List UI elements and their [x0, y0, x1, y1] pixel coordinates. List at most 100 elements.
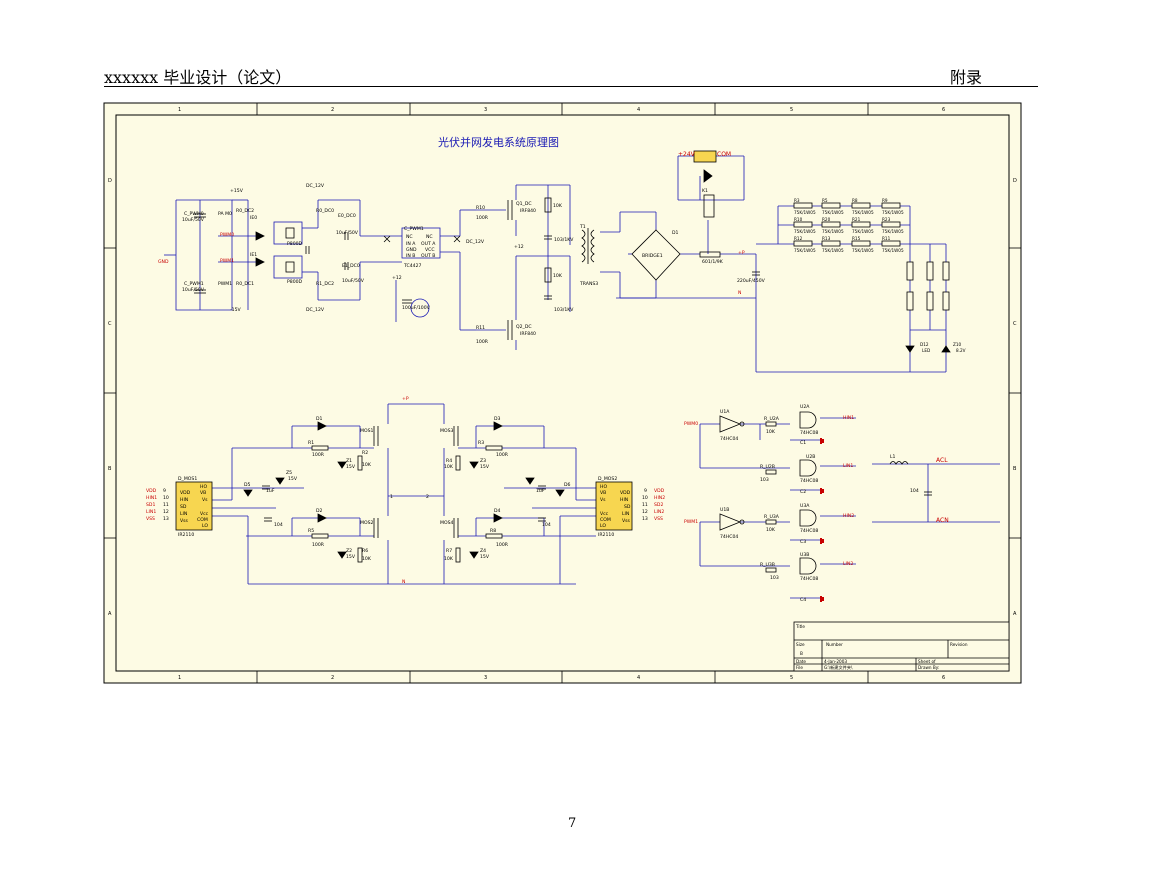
small-label: R0_DC1: [236, 281, 254, 287]
pin-num: 11: [163, 502, 169, 508]
cap-label: 10uF/50V: [336, 230, 359, 236]
ic-pin: LIN: [180, 511, 187, 517]
and-type: 74HC08: [800, 478, 818, 484]
col-number: 5: [790, 675, 793, 681]
inverter-label: U1A: [720, 409, 730, 415]
cap-label: 100uF/100V: [402, 305, 431, 311]
ac-label: ACN: [936, 517, 949, 524]
pin-num: 10: [642, 495, 648, 501]
ic-pin: SD: [180, 504, 187, 510]
net-label: VDD: [654, 488, 665, 494]
gate-pwm-label: PWM0: [684, 421, 698, 427]
ic-pin: LO: [600, 523, 606, 529]
zener-label: Z3: [480, 458, 486, 464]
zener-value: 15V: [480, 464, 490, 470]
and-type: 74HC08: [800, 528, 818, 534]
ic-pin: Vcc: [200, 511, 209, 517]
res-value: 10K: [553, 273, 563, 279]
transformer-label: TRANS3: [579, 281, 598, 287]
inverter-type: 74HC04: [720, 534, 738, 540]
rc-cap: C2: [800, 489, 806, 495]
pwm-label: PWM1: [220, 258, 234, 264]
row-letter: C: [1013, 321, 1017, 327]
r-label: R3: [794, 198, 800, 203]
tb-file-value: G:\新建文件夹\: [824, 664, 853, 671]
res-value: 10K: [362, 462, 372, 468]
node-label: 2: [426, 494, 429, 500]
mos-label: Q1_DC: [516, 201, 532, 207]
ic-name: IR2110: [178, 532, 194, 538]
small-label: R0_DC0: [316, 208, 334, 214]
r-value: 75K/1W05: [822, 229, 844, 234]
res-label: R7: [446, 548, 452, 554]
col-number: 4: [637, 107, 640, 113]
col-number: 6: [942, 107, 945, 113]
small-label: IE0: [250, 215, 257, 221]
hbridge-wiring: [212, 403, 596, 585]
and-label: U2A: [800, 404, 810, 410]
rc-value: 103: [770, 575, 779, 581]
diode-label: D2: [316, 508, 323, 514]
schematic-title: 光伏并网发电系统原理图: [438, 135, 559, 149]
plus12-label: +12: [392, 275, 402, 281]
net-label: HIN1: [146, 495, 157, 501]
ac-label: ACL: [936, 457, 948, 464]
top-left-labels: +15V -15V DC_12V DC_12V DC_12V GND PWM0 …: [158, 183, 485, 313]
net-label: SD2: [654, 502, 663, 508]
frame-labels: 1 2 3 4 5 6 1 2 3 4 5 6 D C B A D C B A: [108, 107, 1017, 681]
driver-pin: IN B: [406, 253, 415, 259]
ic-label: PWM1: [218, 281, 232, 287]
and-type: 74HC08: [800, 430, 818, 436]
driver-pin: OUT A: [421, 241, 436, 247]
net-label: HIN2: [654, 495, 665, 501]
top-mid-wiring: [476, 155, 946, 372]
res-label: R2: [362, 450, 368, 456]
and-label: U3B: [800, 552, 809, 558]
rc-res: R_U2A: [764, 416, 780, 422]
net-label: LIN1: [146, 509, 156, 515]
pin-num: 12: [163, 509, 169, 515]
tb-size: Size: [796, 642, 805, 647]
rc-res: R_U2B: [760, 464, 775, 470]
hbridge-labels: +P N 1 2 D_MOS1 IR2110 VDD HIN SD LIN Vs…: [146, 396, 665, 585]
r-label: R11: [882, 236, 891, 241]
diode-label: D6: [564, 482, 571, 488]
gate-wiring: [699, 417, 1000, 599]
led-label: LED: [922, 348, 930, 353]
plus12-label: +12: [514, 244, 524, 250]
mos-label: Q2_DC: [516, 324, 532, 330]
res-value: 10K: [553, 203, 563, 209]
ic-pin: COM: [197, 517, 208, 523]
row-letter: B: [1013, 466, 1017, 472]
rc-cap: C1: [800, 440, 806, 446]
driver-name: TC4427: [403, 263, 422, 269]
dc12-label: DC_12V: [306, 307, 325, 313]
diode-label: D5: [244, 482, 251, 488]
ic-pin: HO: [600, 484, 607, 490]
r-label: R20: [822, 217, 831, 222]
header-rule: [104, 86, 1038, 87]
title-block-labels: Title Size B Number Revision Date 4-Jan-…: [795, 624, 968, 671]
r-label: R21: [852, 217, 861, 222]
zener-label: Z5: [286, 470, 292, 476]
minus15-label: -15V: [230, 307, 242, 313]
r-value: 75K/1W05: [794, 229, 816, 234]
col-number: 3: [484, 107, 487, 113]
gate-output: HIN2: [843, 513, 854, 519]
diode-label: D1: [316, 416, 323, 422]
pin-num: 9: [644, 488, 647, 494]
r-label: R12: [794, 236, 803, 241]
ic-pin: VDD: [620, 490, 631, 496]
supply-pos: +24V: [678, 151, 696, 158]
pin-num: 10: [163, 495, 169, 501]
rc-res: R_U3A: [764, 514, 780, 520]
zener-label: Z2: [346, 548, 352, 554]
col-number: 2: [331, 675, 334, 681]
r-value: 75K/1W05: [882, 229, 904, 234]
res-value: 100R: [496, 542, 509, 548]
ic-pin: HO: [200, 484, 207, 490]
rc-res: R_U3B: [760, 562, 775, 568]
r-value: 75K/1W05: [852, 210, 874, 215]
top-left-components: [194, 213, 461, 304]
pin-num: 9: [163, 488, 166, 494]
